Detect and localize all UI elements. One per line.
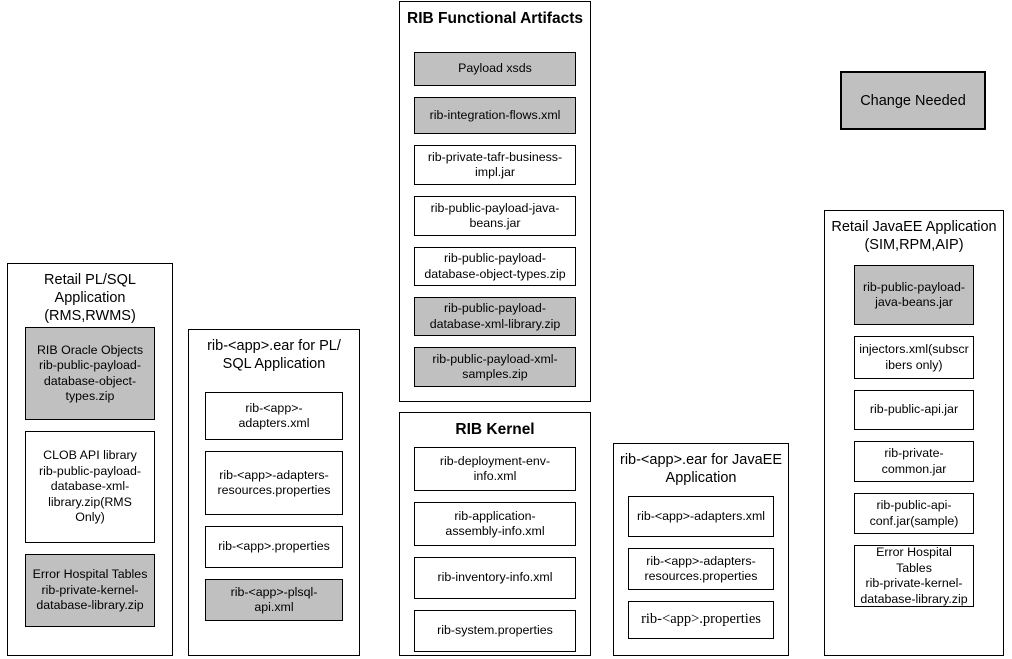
artifact-box: rib-<app>.properties (205, 526, 343, 568)
artifact-box: rib-<app>-adapters- resources.properties (628, 548, 774, 590)
artifact-box: rib-system.properties (414, 610, 576, 652)
artifact-box: rib-public-payload- java-beans.jar (854, 265, 974, 325)
artifact-box: rib-<app>- adapters.xml (205, 392, 343, 440)
group-title: Retail PL/SQL Application (RMS,RWMS) (44, 272, 136, 324)
group-items: rib-deployment-env- info.xml rib-applica… (400, 447, 590, 652)
group-items: RIB Oracle Objects rib-public-payload- d… (8, 327, 172, 627)
artifact-box: rib-<app>-adapters- resources.properties (205, 451, 343, 515)
artifact-box: rib-<app>-plsql- api.xml (205, 579, 343, 621)
artifact-box: Error Hospital Tables rib-private-kernel… (854, 545, 974, 607)
artifact-box: rib-public-api.jar (854, 390, 974, 430)
group-items: Payload xsds rib-integration-flows.xml r… (400, 52, 590, 387)
group-title: rib-<app>.ear for PL/ SQL Application (207, 338, 341, 372)
group-rib-app-ear-plsql: rib-<app>.ear for PL/ SQL Application ri… (188, 329, 360, 656)
group-rib-functional-artifacts: RIB Functional Artifacts Payload xsds ri… (399, 1, 591, 402)
artifact-box: RIB Oracle Objects rib-public-payload- d… (25, 327, 155, 420)
artifact-box: rib-deployment-env- info.xml (414, 447, 576, 491)
group-title: RIB Kernel (455, 421, 535, 438)
artifact-box: rib-<app>-adapters.xml (628, 496, 774, 537)
legend-label: Change Needed (860, 92, 966, 109)
group-title: rib-<app>.ear for JavaEE Application (619, 452, 782, 486)
group-rib-kernel: RIB Kernel rib-deployment-env- info.xml … (399, 412, 591, 656)
artifact-box: rib-application- assembly-info.xml (414, 502, 576, 546)
artifact-box: rib-public-payload- database-object-type… (414, 247, 576, 286)
group-rib-app-ear-javaee: rib-<app>.ear for JavaEE Application rib… (613, 443, 789, 656)
artifact-box: rib-public-payload-java- beans.jar (414, 196, 576, 236)
group-retail-javaee-application: Retail JavaEE Application (SIM,RPM,AIP) … (824, 210, 1004, 656)
artifact-box: rib-public-payload-xml- samples.zip (414, 347, 576, 387)
group-title: RIB Functional Artifacts (407, 10, 583, 27)
group-retail-plsql-application: Retail PL/SQL Application (RMS,RWMS) RIB… (7, 263, 173, 656)
artifact-box: Error Hospital Tables rib-private-kernel… (25, 554, 155, 627)
artifact-box: rib-public-api- conf.jar(sample) (854, 493, 974, 534)
artifact-box: rib-inventory-info.xml (414, 557, 576, 599)
artifact-box: rib-private- common.jar (854, 441, 974, 482)
artifact-box: rib-private-tafr-business- impl.jar (414, 145, 576, 185)
group-items: rib-<app>-adapters.xml rib-<app>-adapter… (614, 496, 788, 639)
legend-change-needed: Change Needed (840, 71, 986, 130)
group-items: rib-public-payload- java-beans.jar injec… (825, 265, 1003, 607)
artifact-box: rib-<app>.properties (628, 601, 774, 639)
artifact-box: rib-integration-flows.xml (414, 97, 576, 134)
group-title: Retail JavaEE Application (SIM,RPM,AIP) (831, 219, 997, 253)
artifact-box: injectors.xml(subscr ibers only) (854, 336, 974, 379)
artifact-box: Payload xsds (414, 52, 576, 86)
artifact-box: CLOB API library rib-public-payload- dat… (25, 431, 155, 543)
artifact-box: rib-public-payload- database-xml-library… (414, 297, 576, 336)
group-items: rib-<app>- adapters.xml rib-<app>-adapte… (189, 392, 359, 621)
